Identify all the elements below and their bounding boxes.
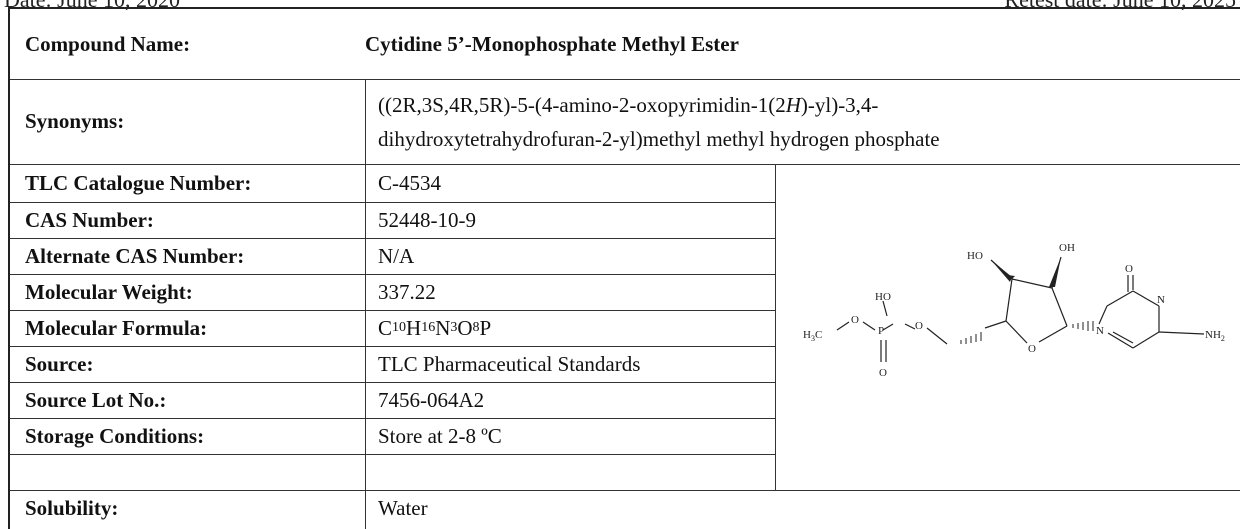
solubility-value: Water	[378, 495, 428, 520]
compound-name-label: Compound Name:	[25, 31, 191, 56]
ring-nitrogen-1-label: N	[1096, 325, 1104, 337]
solubility-label: Solubility:	[25, 495, 119, 520]
phosphorus-label: P	[878, 325, 884, 337]
source-lot-number-label: Source Lot No.:	[25, 387, 167, 412]
tlc-catalogue-number-value: C-4534	[378, 170, 441, 195]
storage-conditions-value: Store at 2-8 ºC	[378, 423, 502, 448]
ring-oxygen-label: O	[1028, 343, 1036, 355]
date-header: Date: June 10, 2020	[4, 0, 180, 12]
retest-date-header: Retest date: June 10, 2025	[1004, 0, 1236, 12]
h3c-label: H3C	[803, 329, 822, 343]
cas-number-label: CAS Number:	[25, 207, 154, 232]
cas-number-value: 52448-10-9	[378, 207, 476, 232]
molecular-formula-label: Molecular Formula:	[25, 315, 208, 340]
ring-nitrogen-3-label: N	[1157, 294, 1165, 306]
chemical-structure-image: H3C O P HO O O O HO OH N N O NH2	[803, 242, 1225, 379]
phosphate-hydroxyl-label: HO	[875, 291, 891, 303]
hydroxyl-label-top: OH	[1059, 242, 1075, 254]
source-value: TLC Pharmaceutical Standards	[378, 351, 641, 376]
amino-group-label: NH2	[1205, 329, 1225, 343]
source-label: Source:	[25, 351, 94, 376]
compound-info-table: Compound Name: Cytidine 5’-Monophosphate…	[8, 7, 1240, 529]
synonyms-line-2: dihydroxytetrahydrofuran-2-yl)methyl met…	[378, 126, 940, 151]
synonyms-line-1: ((2R,3S,4R,5R)-5-(4-amino-2-oxopyrimidin…	[378, 92, 879, 117]
ester-oxygen-2-label: O	[915, 320, 923, 332]
alternate-cas-number-label: Alternate CAS Number:	[25, 243, 245, 268]
carbonyl-oxygen-label: O	[1125, 263, 1133, 275]
phosphoryl-oxygen-label: O	[879, 367, 887, 379]
tlc-catalogue-number-label: TLC Catalogue Number:	[25, 170, 252, 195]
synonyms-value: ((2R,3S,4R,5R)-5-(4-amino-2-oxopyrimidin…	[365, 79, 1240, 164]
storage-conditions-label: Storage Conditions:	[25, 423, 205, 448]
compound-name-value: Cytidine 5’-Monophosphate Methyl Ester	[365, 31, 739, 56]
ester-oxygen-1-label: O	[851, 314, 859, 326]
synonyms-label: Synonyms:	[25, 109, 125, 133]
alternate-cas-number-value: N/A	[378, 243, 415, 268]
molecular-weight-label: Molecular Weight:	[25, 279, 193, 304]
source-lot-number-value: 7456-064A2	[378, 387, 485, 412]
hydroxyl-label-left: HO	[967, 250, 983, 262]
molecular-weight-value: 337.22	[378, 279, 436, 304]
